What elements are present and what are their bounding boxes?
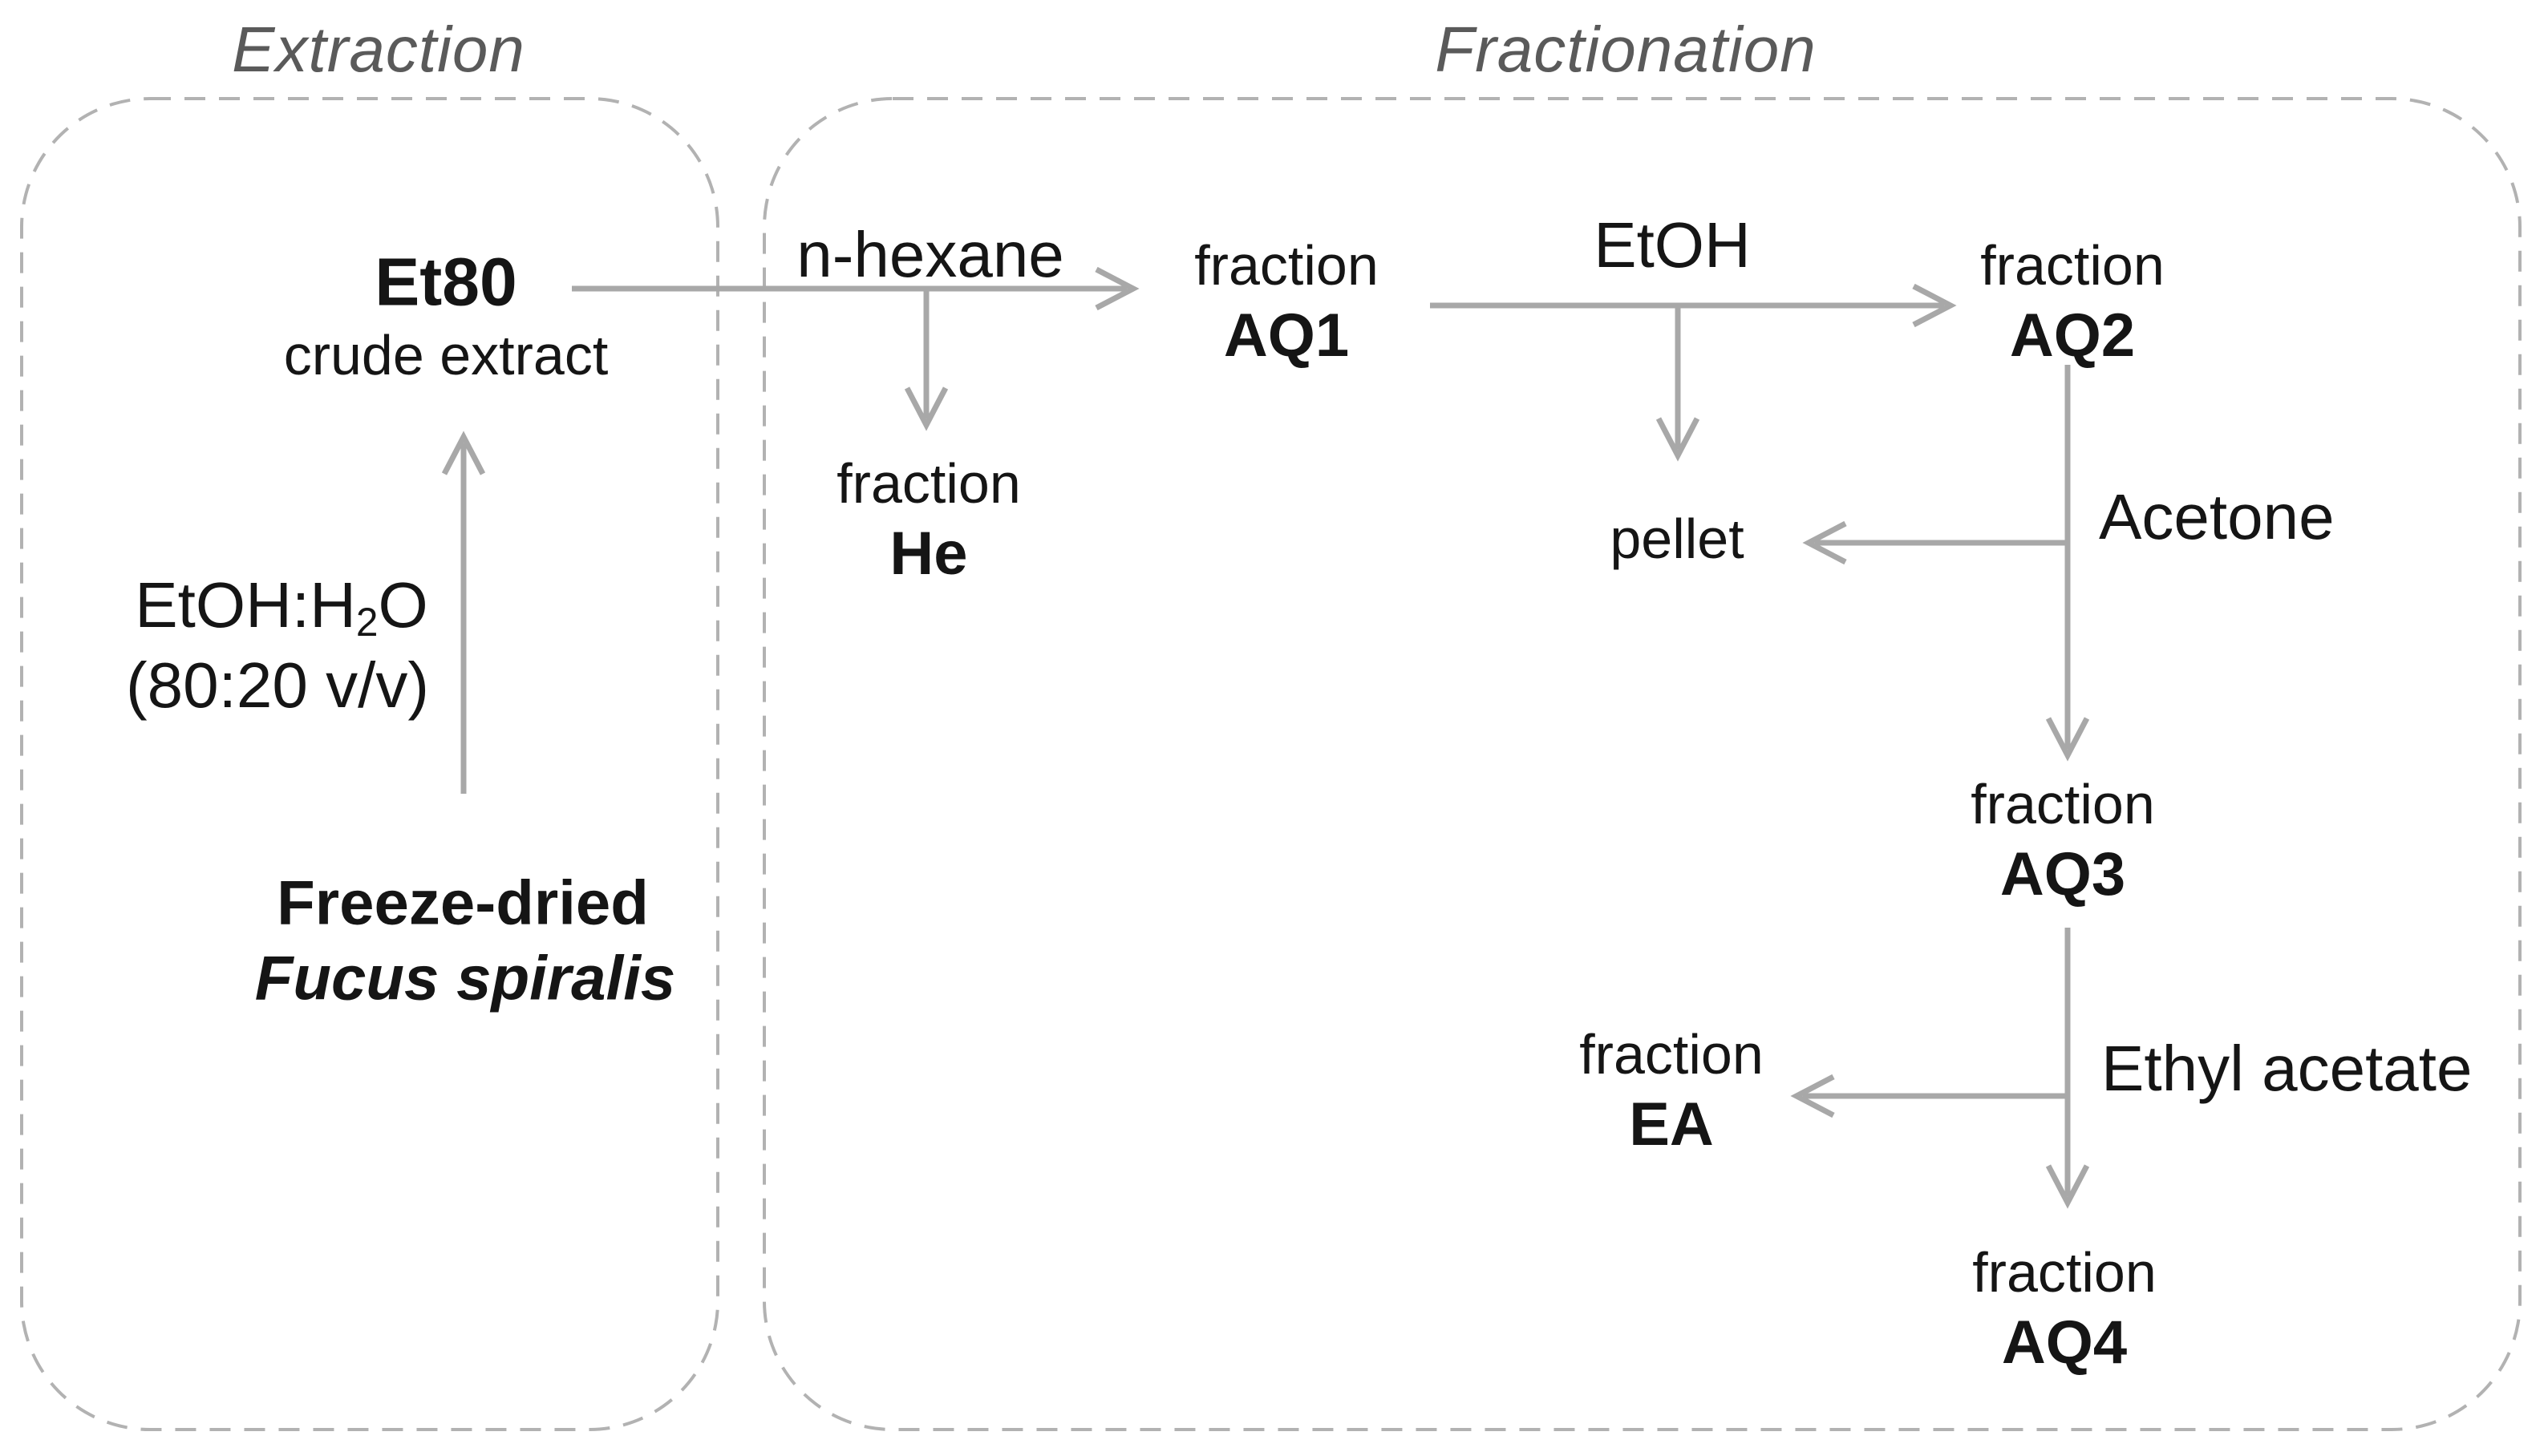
- fraction-name-aq1: AQ1: [1223, 301, 1350, 370]
- formula-prefix: EtOH:H: [135, 569, 356, 641]
- fraction-word: fraction: [837, 452, 1021, 515]
- source-material-species: Fucus spiralis: [254, 942, 676, 1013]
- source-material-line1: Freeze-dried: [277, 867, 649, 938]
- fraction-word: fraction: [1972, 1241, 2157, 1304]
- fraction-name-aq2: AQ2: [2009, 301, 2136, 370]
- et80-node-label: Et80: [375, 244, 517, 320]
- fraction-name-aq4: AQ4: [2001, 1308, 2128, 1377]
- fraction-name-aq3: AQ3: [1999, 840, 2126, 908]
- solvent-acetone-label: Acetone: [2099, 481, 2335, 552]
- formula-subscript: 2: [355, 599, 379, 645]
- fraction-node-aq2: fraction AQ2: [1980, 230, 2165, 371]
- fraction-node-aq1: fraction AQ1: [1194, 230, 1379, 371]
- extraction-solvent-formula: EtOH:H2O: [135, 568, 428, 645]
- extraction-solvent-ratio: (80:20 v/v): [126, 649, 429, 721]
- fraction-node-aq4: fraction AQ4: [1972, 1237, 2157, 1378]
- formula-suffix: O: [378, 569, 428, 641]
- fraction-word: fraction: [1980, 234, 2165, 297]
- solvent-hexane-label: n-hexane: [796, 219, 1064, 290]
- fraction-node-he: fraction He: [837, 448, 1021, 589]
- fraction-node-ea: fraction EA: [1579, 1019, 1764, 1160]
- et80-node-description: crude extract: [283, 324, 609, 386]
- fraction-name-ea: EA: [1629, 1090, 1714, 1159]
- solvent-ethanol-label: EtOH: [1594, 209, 1751, 281]
- extraction-title: Extraction: [232, 14, 525, 85]
- fraction-node-aq3: fraction AQ3: [1971, 769, 2155, 910]
- fraction-word: fraction: [1579, 1023, 1764, 1086]
- solvent-ethyl-acetate-label: Ethyl acetate: [2101, 1033, 2473, 1104]
- fraction-word: fraction: [1971, 773, 2155, 835]
- extraction-box-border: [20, 97, 719, 1431]
- fraction-name-he: He: [889, 520, 968, 588]
- pellet-node-label: pellet: [1610, 508, 1744, 570]
- fraction-word: fraction: [1194, 234, 1379, 297]
- fractionation-box-border: [763, 97, 2522, 1431]
- fractionation-title: Fractionation: [1435, 14, 1817, 85]
